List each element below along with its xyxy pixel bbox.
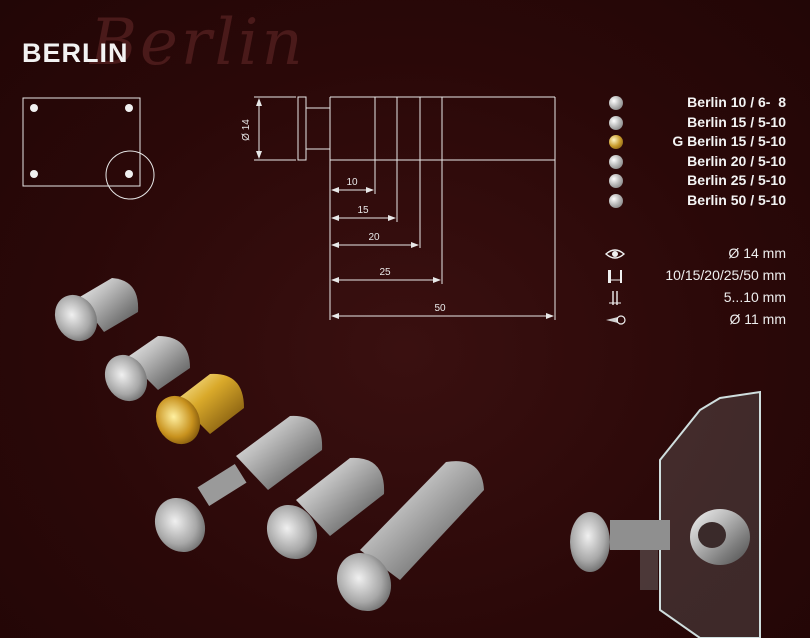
product-item: Berlin 50 / 5-10: [600, 191, 786, 211]
thickness-icon: [609, 291, 621, 305]
script-watermark: Berlin: [90, 6, 306, 80]
product-label: G Berlin 15 / 5-10: [672, 133, 786, 149]
product-item: Berlin 20 / 5-10: [600, 152, 786, 172]
spec-item: Ø 14 mm: [600, 243, 786, 265]
dim-label-50: 50: [434, 303, 446, 314]
standoff-25: [266, 457, 385, 560]
technical-drawing: Ø 14 10 15 20 25 50: [241, 96, 556, 320]
steel-finish-icon: [609, 154, 623, 169]
product-list: Berlin 10 / 6- 8 Berlin 15 / 5-10 G Berl…: [600, 93, 786, 210]
steel-finish-icon: [609, 115, 623, 130]
standoff-50: [336, 461, 484, 612]
hole-bottom-right: [125, 170, 133, 178]
screw-icon: [606, 315, 626, 325]
product-label: Berlin 50 / 5-10: [687, 191, 786, 208]
standoff-15: [104, 336, 190, 402]
diameter-label: Ø 14: [241, 119, 252, 141]
spec-item: Ø 11 mm: [600, 309, 786, 331]
hole-top-left: [30, 104, 38, 112]
spec-item: 10/15/20/25/50 mm: [600, 265, 786, 287]
page-title: BERLIN: [22, 38, 129, 68]
gold-finish-icon: [609, 135, 623, 149]
dim-label-15: 15: [357, 205, 369, 216]
steel-finish-icon: [609, 174, 623, 188]
spec-value: Ø 14 mm: [728, 245, 786, 261]
hole-bottom-left: [30, 170, 38, 178]
cap-outline: [297, 96, 307, 161]
spec-value: 10/15/20/25/50 mm: [665, 267, 786, 283]
glass-panel-photo: [570, 390, 761, 638]
zoom-circle: [105, 150, 155, 200]
product-photo: [54, 278, 761, 638]
standoff-gold-15: [155, 373, 244, 445]
product-label: Berlin 25 / 5-10: [687, 172, 786, 188]
dim-label-25: 25: [379, 267, 391, 278]
product-label: Berlin 10 / 6- 8: [687, 94, 786, 110]
steel-finish-icon: [609, 96, 623, 110]
standoff-10: [54, 278, 139, 342]
steel-finish-icon: [609, 193, 623, 208]
product-label: Berlin 20 / 5-10: [687, 152, 786, 169]
product-label: Berlin 15 / 5-10: [687, 113, 786, 130]
spec-value: Ø 11 mm: [729, 311, 786, 327]
hole-top-right: [125, 104, 133, 112]
standoff-20: [154, 415, 323, 553]
product-item: Berlin 10 / 6- 8: [600, 93, 786, 113]
spec-list: Ø 14 mm 10/15/20/25/50 mm 5...10 mm Ø: [600, 243, 786, 331]
eye-icon: [604, 249, 626, 259]
panel-diagram: [22, 97, 155, 200]
product-item: Berlin 25 / 5-10: [600, 171, 786, 191]
product-item: Berlin 15 / 5-10: [600, 113, 786, 133]
dim-label-10: 10: [346, 177, 358, 188]
spec-item: 5...10 mm: [600, 287, 786, 309]
neck-outline: [305, 107, 331, 150]
spec-value: 5...10 mm: [723, 289, 786, 305]
length-icon: [608, 270, 622, 283]
product-item: G Berlin 15 / 5-10: [600, 132, 786, 152]
dim-label-20: 20: [368, 232, 380, 243]
glass-panel-outline: [22, 97, 141, 187]
